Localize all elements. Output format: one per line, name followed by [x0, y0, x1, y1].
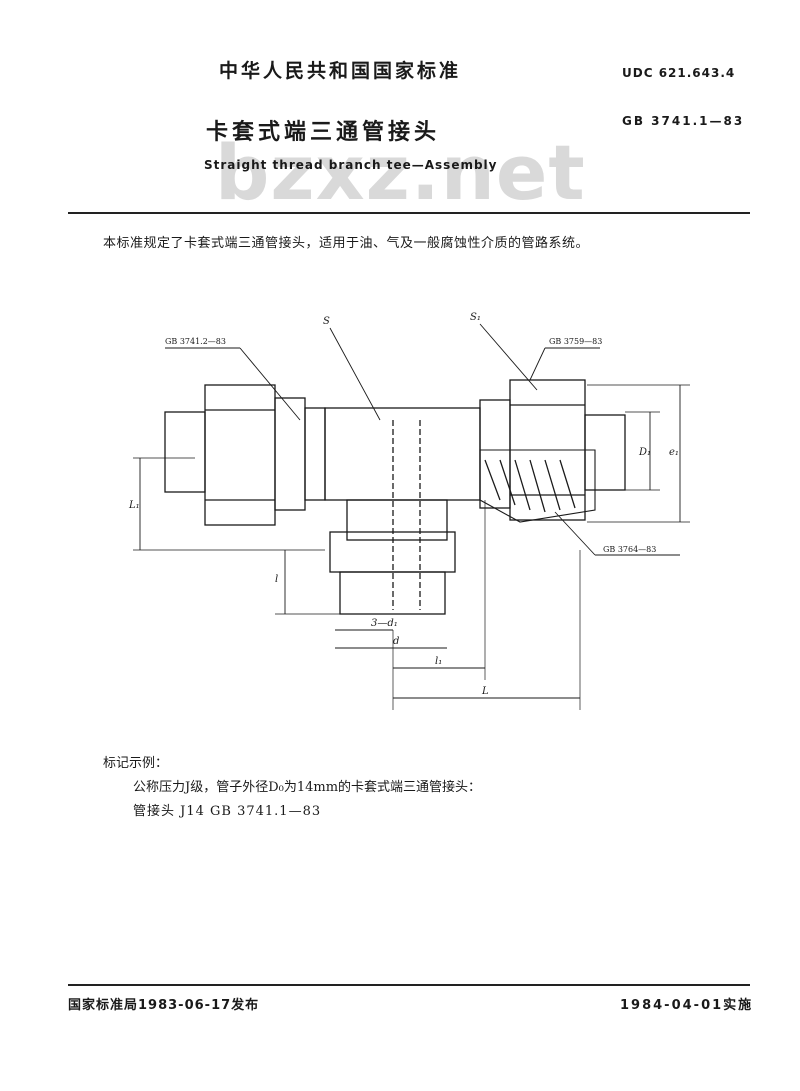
dim-l-label: l	[275, 574, 278, 585]
marking-example-heading: 标记示例：	[103, 756, 169, 771]
document-title-cn: 卡套式端三通管接头	[206, 120, 441, 145]
implementation-date: 1984-04-01实施	[620, 998, 754, 1013]
dim-l1-small-label: l₁	[435, 656, 442, 667]
dim-D1-label: D₁	[638, 447, 651, 458]
ref-right-bottom-label: GB 3764—83	[603, 545, 656, 554]
document-title-en: Straight thread branch tee—Assembly	[204, 158, 498, 172]
footer-divider	[68, 984, 750, 986]
watermark: bzxz.net	[215, 128, 586, 217]
dim-l1-label: L₁	[128, 500, 140, 511]
dim-e1-label: e₁	[669, 447, 679, 458]
ref-right-top-label: GB 3759—83	[549, 337, 602, 346]
dim-s-label: S	[323, 316, 330, 327]
gb-number: GB 3741.1—83	[622, 114, 745, 128]
scope-paragraph: 本标准规定了卡套式端三通管接头，适用于油、气及一般腐蚀性介质的管路系统。	[103, 236, 590, 251]
dim-3d1-label: 3—d₁	[371, 618, 398, 629]
ref-left-label: GB 3741.2—83	[165, 337, 226, 346]
marking-example-description: 公称压力J级，管子外径D₀为14mm的卡套式端三通管接头：	[133, 780, 482, 795]
issuing-organization: 中华人民共和国国家标准	[219, 60, 462, 82]
dim-L-label: L	[481, 686, 489, 697]
marking-example-code: 管接头 J14 GB 3741.1—83	[133, 804, 322, 819]
technical-drawing: GB 3741.2—83 GB 3759—83 GB 3764—83 S S₁ …	[125, 300, 715, 720]
udc-code: UDC 621.643.4	[622, 66, 736, 80]
dim-s1-label: S₁	[470, 312, 481, 323]
header-divider	[68, 212, 750, 214]
issue-date: 国家标准局1983-06-17发布	[68, 998, 260, 1013]
dim-d-label: d	[393, 636, 399, 647]
